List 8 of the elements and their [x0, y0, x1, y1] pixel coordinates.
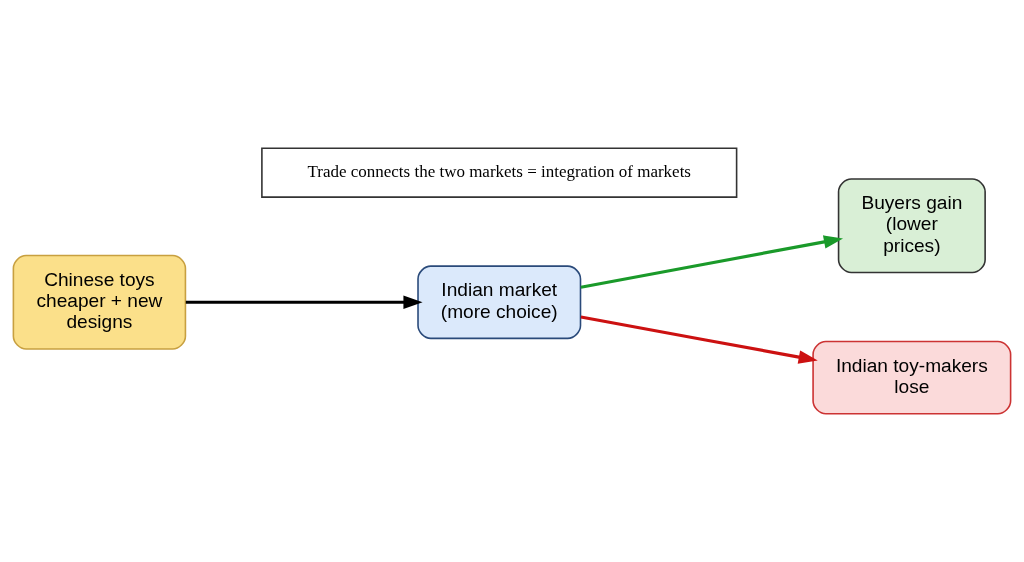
- arrow: [580, 235, 843, 289]
- node-box: Chinese toys cheaper + new designs: [12, 254, 187, 350]
- arrow: [580, 315, 818, 364]
- node-box: Trade connects the two markets = integration of markets: [261, 147, 738, 198]
- node-box: Indian toy-makers lose: [812, 340, 1012, 415]
- node-box: Indian market (more choice): [417, 265, 582, 340]
- arrow: [185, 295, 423, 309]
- node-box: Buyers gain (lower prices): [837, 178, 986, 274]
